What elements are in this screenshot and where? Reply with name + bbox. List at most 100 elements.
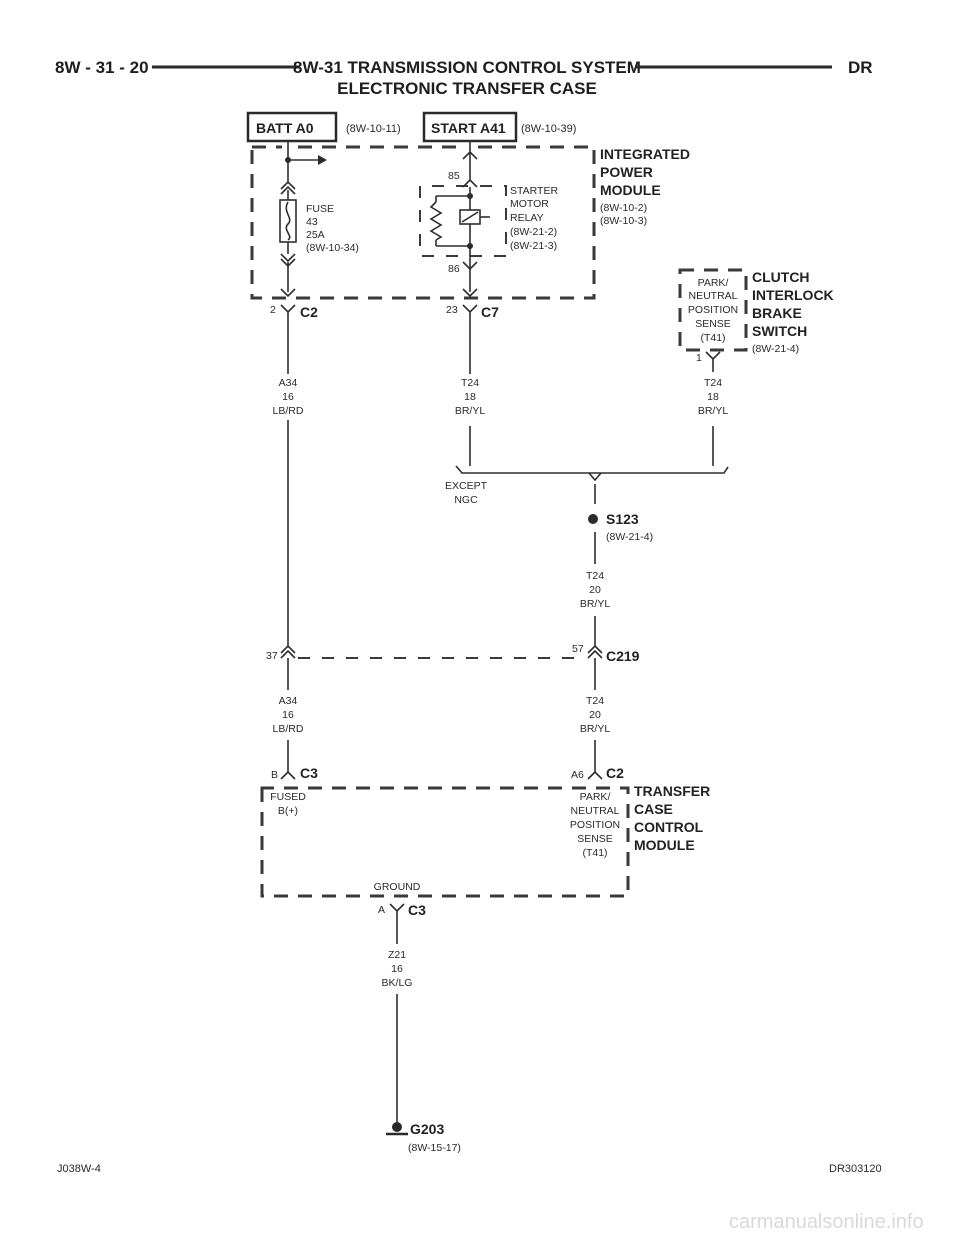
t24-bottom-color: BR/YL <box>580 723 611 735</box>
ipm-outline <box>250 150 596 300</box>
tccm-c2-label: C2 <box>606 765 624 781</box>
relay-label-line5: (8W-21-3) <box>510 240 557 252</box>
a34-bottom-color: LB/RD <box>273 723 304 735</box>
start-a41-ref: (8W-10-39) <box>521 123 576 135</box>
ipm-title-line1: INTEGRATED <box>600 146 690 162</box>
start-a41-box <box>422 111 518 143</box>
batt-a0-ref: (8W-10-11) <box>346 123 401 135</box>
c219-label: C219 <box>606 648 640 664</box>
a34-top-code: A34 <box>279 377 298 389</box>
ground-dot-icon <box>392 1122 402 1132</box>
c219-pin-right: 57 <box>572 643 584 655</box>
except-line2: NGC <box>454 494 478 506</box>
ground-ref: (8W-15-17) <box>408 1142 461 1154</box>
footer-watermark: carmanualsonline.info <box>729 1211 924 1233</box>
model-code: DR <box>848 58 873 77</box>
c7-label: C7 <box>481 304 499 320</box>
c7-pin: 23 <box>446 304 458 316</box>
page-number: 8W - 31 - 20 <box>55 58 149 77</box>
fuse-label-line1: FUSE <box>306 203 334 215</box>
tccm-title-line2: CASE <box>634 801 673 817</box>
t24-splice-code: T24 <box>586 570 604 582</box>
switch-inner-line4: SENSE <box>695 318 731 330</box>
fuse-label-line2: 43 <box>306 216 318 228</box>
ground-c3-pin: A <box>378 904 385 916</box>
batt-a0-box <box>246 111 338 143</box>
a34-bottom-code: A34 <box>279 695 298 707</box>
splice-label: S123 <box>606 511 639 527</box>
tccm-c2-terminal-icon <box>587 770 603 780</box>
tccm-c3-label: C3 <box>300 765 318 781</box>
relay-label-line1: STARTER <box>510 185 558 197</box>
c2-connector-icon <box>280 304 296 314</box>
tccm-c3-terminal-icon <box>280 770 296 780</box>
switch-pin-icon <box>705 351 721 361</box>
page-title-line2: ELECTRONIC TRANSFER CASE <box>337 79 597 98</box>
t24-ipm-color: BR/YL <box>455 405 486 417</box>
t24-splice-color: BR/YL <box>580 598 611 610</box>
c2-pin: 2 <box>270 304 276 316</box>
start-a41-label: START A41 <box>431 120 506 136</box>
fuse-label-line4: (8W-10-34) <box>306 242 359 254</box>
switch-inner-line3: POSITION <box>688 304 738 316</box>
c219-left-terminal-icon <box>280 644 296 659</box>
z21-color: BK/LG <box>382 977 413 989</box>
tccm-fused-line2: B(+) <box>278 805 298 817</box>
except-line1: EXCEPT <box>445 480 488 492</box>
switch-title-line2: INTERLOCK <box>752 287 834 303</box>
tccm-sense-line4: SENSE <box>577 833 613 845</box>
switch-outline <box>678 268 748 352</box>
switch-title-line4: SWITCH <box>752 323 807 339</box>
batt-a0-label: BATT A0 <box>256 120 314 136</box>
tccm-sense-line1: PARK/ <box>580 791 611 803</box>
c219-right-terminal-icon <box>587 644 603 659</box>
a34-bottom-gauge: 16 <box>282 709 294 721</box>
t24-splice-gauge: 20 <box>589 584 601 596</box>
switch-inner-line2: NEUTRAL <box>688 290 737 302</box>
relay-label-line4: (8W-21-2) <box>510 226 557 238</box>
relay-bottom-dot <box>467 243 473 249</box>
splice-ref: (8W-21-4) <box>606 531 653 543</box>
fuse-element-icon <box>285 201 291 241</box>
footer-left-code: J038W-4 <box>57 1163 101 1175</box>
fuse-body-icon <box>279 199 297 243</box>
relay-coil-slash <box>461 211 479 223</box>
footer-right-code: DR303120 <box>829 1163 882 1175</box>
tccm-fused-line1: FUSED <box>270 791 306 803</box>
tccm-outline <box>260 786 630 898</box>
tccm-title-line4: MODULE <box>634 837 695 853</box>
ground-label: G203 <box>410 1121 444 1137</box>
t24-bottom-code: T24 <box>586 695 604 707</box>
z21-code: Z21 <box>388 949 406 961</box>
c7-connector-icon <box>462 304 478 314</box>
a34-top-gauge: 16 <box>282 391 294 403</box>
relay-pin-86: 86 <box>448 263 460 275</box>
relay-85-pin-icon <box>462 178 478 188</box>
tccm-sense-line3: POSITION <box>570 819 620 831</box>
t24-switch-gauge: 18 <box>707 391 719 403</box>
ipm-ref-2: (8W-10-3) <box>600 215 647 227</box>
switch-ref: (8W-21-4) <box>752 343 799 355</box>
splice-dot-icon <box>588 514 598 524</box>
tccm-sense-line2: NEUTRAL <box>570 805 619 817</box>
ground-c3-terminal-icon <box>389 903 405 913</box>
relay-label-line3: RELAY <box>510 212 544 224</box>
relay-resistor-icon <box>429 201 443 241</box>
fuse-label-line3: 25A <box>306 229 325 241</box>
fuse-top-terminal-icon <box>280 180 296 195</box>
relay-label-line2: MOTOR <box>510 198 549 210</box>
ground-c3-label: C3 <box>408 902 426 918</box>
relay-pin-85: 85 <box>448 170 460 182</box>
tccm-ground-label: GROUND <box>374 881 421 893</box>
tccm-c3-pin: B <box>271 769 278 781</box>
tccm-title-line1: TRANSFER <box>634 783 710 799</box>
switch-pin: 1 <box>696 352 702 364</box>
c7-terminal-icon <box>462 288 478 298</box>
t24-bottom-gauge: 20 <box>589 709 601 721</box>
switch-inner-line1: PARK/ <box>698 277 729 289</box>
c2-terminal-icon <box>280 288 296 298</box>
switch-inner-line5: (T41) <box>700 332 725 344</box>
switch-title-line1: CLUTCH <box>752 269 810 285</box>
branch-arrow-icon <box>318 155 327 165</box>
